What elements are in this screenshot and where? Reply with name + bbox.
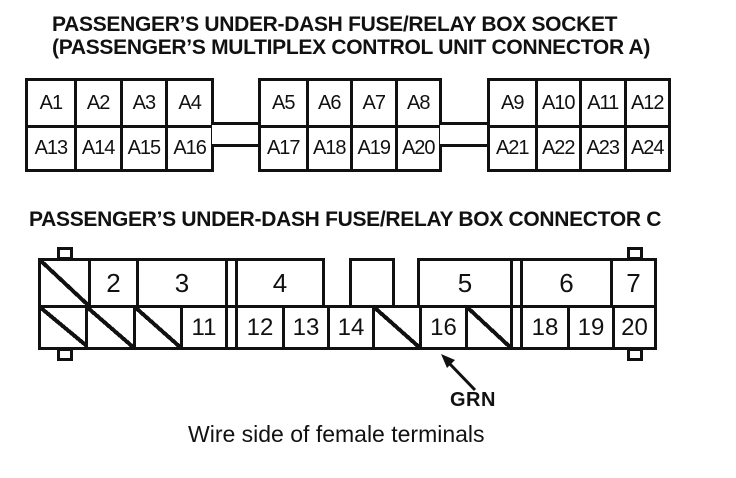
socket-a-block-3: A9 A10 A11 A12 A21 A22 A23 A24 [487, 78, 671, 172]
slashed-cell [41, 261, 88, 305]
terminal-cell-19: 19 [567, 308, 612, 347]
terminal-cell-4: 4 [272, 267, 288, 298]
terminal-cell-18: 18 [531, 313, 559, 341]
terminal-cell: A6 [305, 81, 351, 125]
terminal-cell-16: 16 [419, 308, 465, 347]
terminal-cell: A7 [350, 81, 395, 125]
wire-arrow-icon [441, 354, 477, 392]
caption: Wire side of female terminals [188, 421, 485, 447]
terminal-cell-7: 7 [610, 261, 654, 305]
terminal-cell-12: 12 [246, 313, 274, 341]
top-housing-section-2: 5 6 7 [417, 258, 657, 308]
slashed-cell [465, 308, 510, 347]
socket-a-block-1: A1 A2 A3 A4 A13 A14 A15 A16 [25, 78, 214, 172]
terminal-cell: A10 [534, 81, 580, 125]
terminal-cell: A9 [501, 91, 524, 114]
slashed-cell [85, 308, 133, 347]
connector-c-title: PASSENGER’S UNDER-DASH FUSE/RELAY BOX CO… [29, 208, 662, 231]
terminal-cell: A2 [73, 81, 120, 125]
terminal-cell: A20 [394, 125, 439, 169]
divider-channel [225, 308, 238, 347]
terminal-cell-6: 6 [559, 267, 574, 298]
terminal-cell-3: 3 [136, 261, 225, 305]
terminal-cell: A23 [579, 125, 624, 169]
terminal-cell: A1 [39, 91, 63, 114]
terminal-cell-13: 13 [282, 308, 327, 347]
terminal-cell: A19 [350, 125, 395, 169]
terminal-cell-5: 5 [457, 267, 473, 298]
terminal-cell: A24 [623, 125, 668, 169]
terminal-cell: A4 [165, 81, 211, 125]
socket-a-title-line2: (PASSENGER’S MULTIPLEX CONTROL UNIT CONN… [52, 36, 651, 59]
terminal-cell-20: 20 [612, 308, 654, 347]
terminal-cell: A14 [73, 125, 120, 169]
terminal-cell: A21 [490, 125, 535, 169]
terminal-cell: A18 [305, 125, 350, 169]
terminal-cell: A3 [119, 81, 166, 125]
terminal-cell-14: 14 [327, 308, 372, 347]
terminal-cell: A16 [165, 125, 211, 169]
terminal-cell: A17 [261, 125, 306, 169]
block-bridge [440, 122, 489, 147]
divider-channel [225, 261, 238, 305]
terminal-cell: A8 [394, 81, 440, 125]
bottom-housing-row: 11 12 13 14 16 18 19 20 [38, 305, 657, 350]
terminal-cell: A22 [534, 125, 579, 169]
socket-a-block-2: A5 A6 A7 A8 A17 A18 A19 A20 [258, 78, 442, 172]
slashed-cell [41, 308, 88, 347]
terminal-cell-11: 11 [180, 308, 225, 347]
divider-channel [510, 261, 523, 305]
slashed-cell [372, 308, 419, 347]
block-bridge [212, 122, 260, 147]
blank-cell [349, 258, 395, 308]
slashed-cell [133, 308, 180, 347]
terminal-cell: A5 [272, 91, 295, 114]
terminal-cell: A12 [623, 81, 669, 125]
socket-a-title-line1: PASSENGER’S UNDER-DASH FUSE/RELAY BOX SO… [52, 13, 618, 36]
terminal-cell: A13 [28, 125, 74, 169]
top-housing-section-1: 2 3 4 [38, 258, 325, 308]
wire-color-label: GRN [450, 389, 496, 411]
terminal-cell: A15 [119, 125, 166, 169]
terminal-cell: A11 [579, 81, 624, 125]
terminal-cell-2: 2 [88, 261, 136, 305]
divider-channel [510, 308, 523, 347]
connector-c-diagram: 2 3 4 5 6 7 11 12 13 14 16 1 [38, 247, 657, 361]
